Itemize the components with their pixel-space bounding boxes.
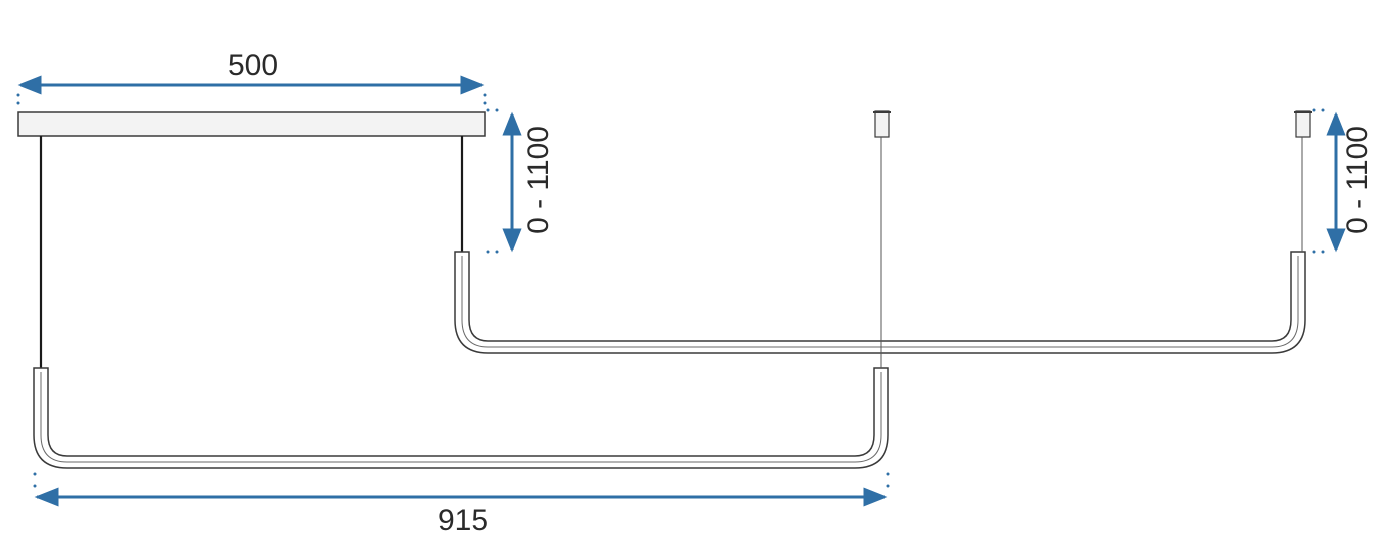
- dimension-height-left: 0 - 1100: [486, 108, 555, 254]
- dimension-height-right: 0 - 1100: [1312, 108, 1374, 254]
- upper-u-tube: [454, 251, 1306, 354]
- right-ceiling-mount: [1295, 110, 1311, 138]
- dimension-total-width: 915: [33, 472, 890, 537]
- height-right-label: 0 - 1100: [1341, 126, 1374, 234]
- right-fixture: [873, 110, 1312, 368]
- lower-u-tube: [33, 367, 889, 469]
- height-left-label: 0 - 1100: [522, 126, 555, 234]
- total-width-label: 915: [438, 504, 488, 537]
- canopy-width-label: 500: [228, 49, 278, 82]
- dimension-canopy-width: 500: [16, 49, 487, 105]
- upper-u-tube-inner: [461, 256, 1299, 348]
- center-ceiling-mount: [874, 110, 890, 138]
- lower-u-tube-inner: [40, 372, 882, 463]
- ceiling-canopy: [17, 111, 486, 137]
- left-fixture: [17, 111, 1306, 469]
